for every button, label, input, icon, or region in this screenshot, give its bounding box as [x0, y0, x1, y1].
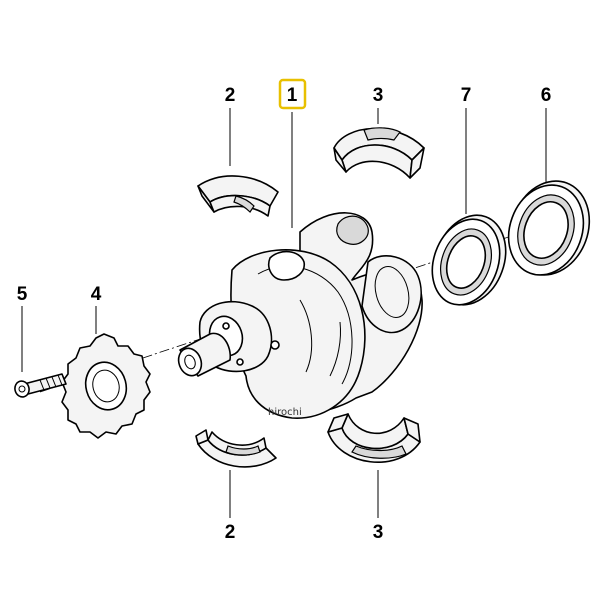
callout-label-3-bottom[interactable]: 3: [373, 522, 384, 543]
callout-label-1[interactable]: 1: [287, 85, 298, 106]
bearing-shell-upper-right[interactable]: [333, 127, 425, 179]
callout-label-2-bottom[interactable]: 2: [225, 522, 236, 543]
bearing-shell-lower-left[interactable]: [195, 429, 277, 468]
callout-label-7[interactable]: 7: [461, 85, 472, 106]
callout-label-2-top[interactable]: 2: [225, 85, 236, 106]
seal-outer[interactable]: [496, 170, 600, 286]
watermark-text: hirochi: [268, 407, 302, 418]
bearing-shell-upper-left[interactable]: [197, 175, 279, 217]
callouts: 1 2 3 4 5 6 7 2 3: [17, 85, 552, 543]
sprocket[interactable]: [61, 333, 151, 439]
callout-label-3-top[interactable]: 3: [373, 85, 384, 106]
bearing-shell-lower-right[interactable]: [327, 413, 421, 463]
callout-highlight-box: [278, 78, 307, 110]
callout-label-5[interactable]: 5: [17, 284, 28, 305]
bolt[interactable]: [13, 373, 67, 399]
leader-lines: [21, 108, 547, 518]
seal-inner[interactable]: [421, 205, 518, 315]
crankshaft[interactable]: [175, 212, 423, 419]
callout-label-4[interactable]: 4: [91, 284, 102, 305]
callout-label-6[interactable]: 6: [541, 85, 552, 106]
